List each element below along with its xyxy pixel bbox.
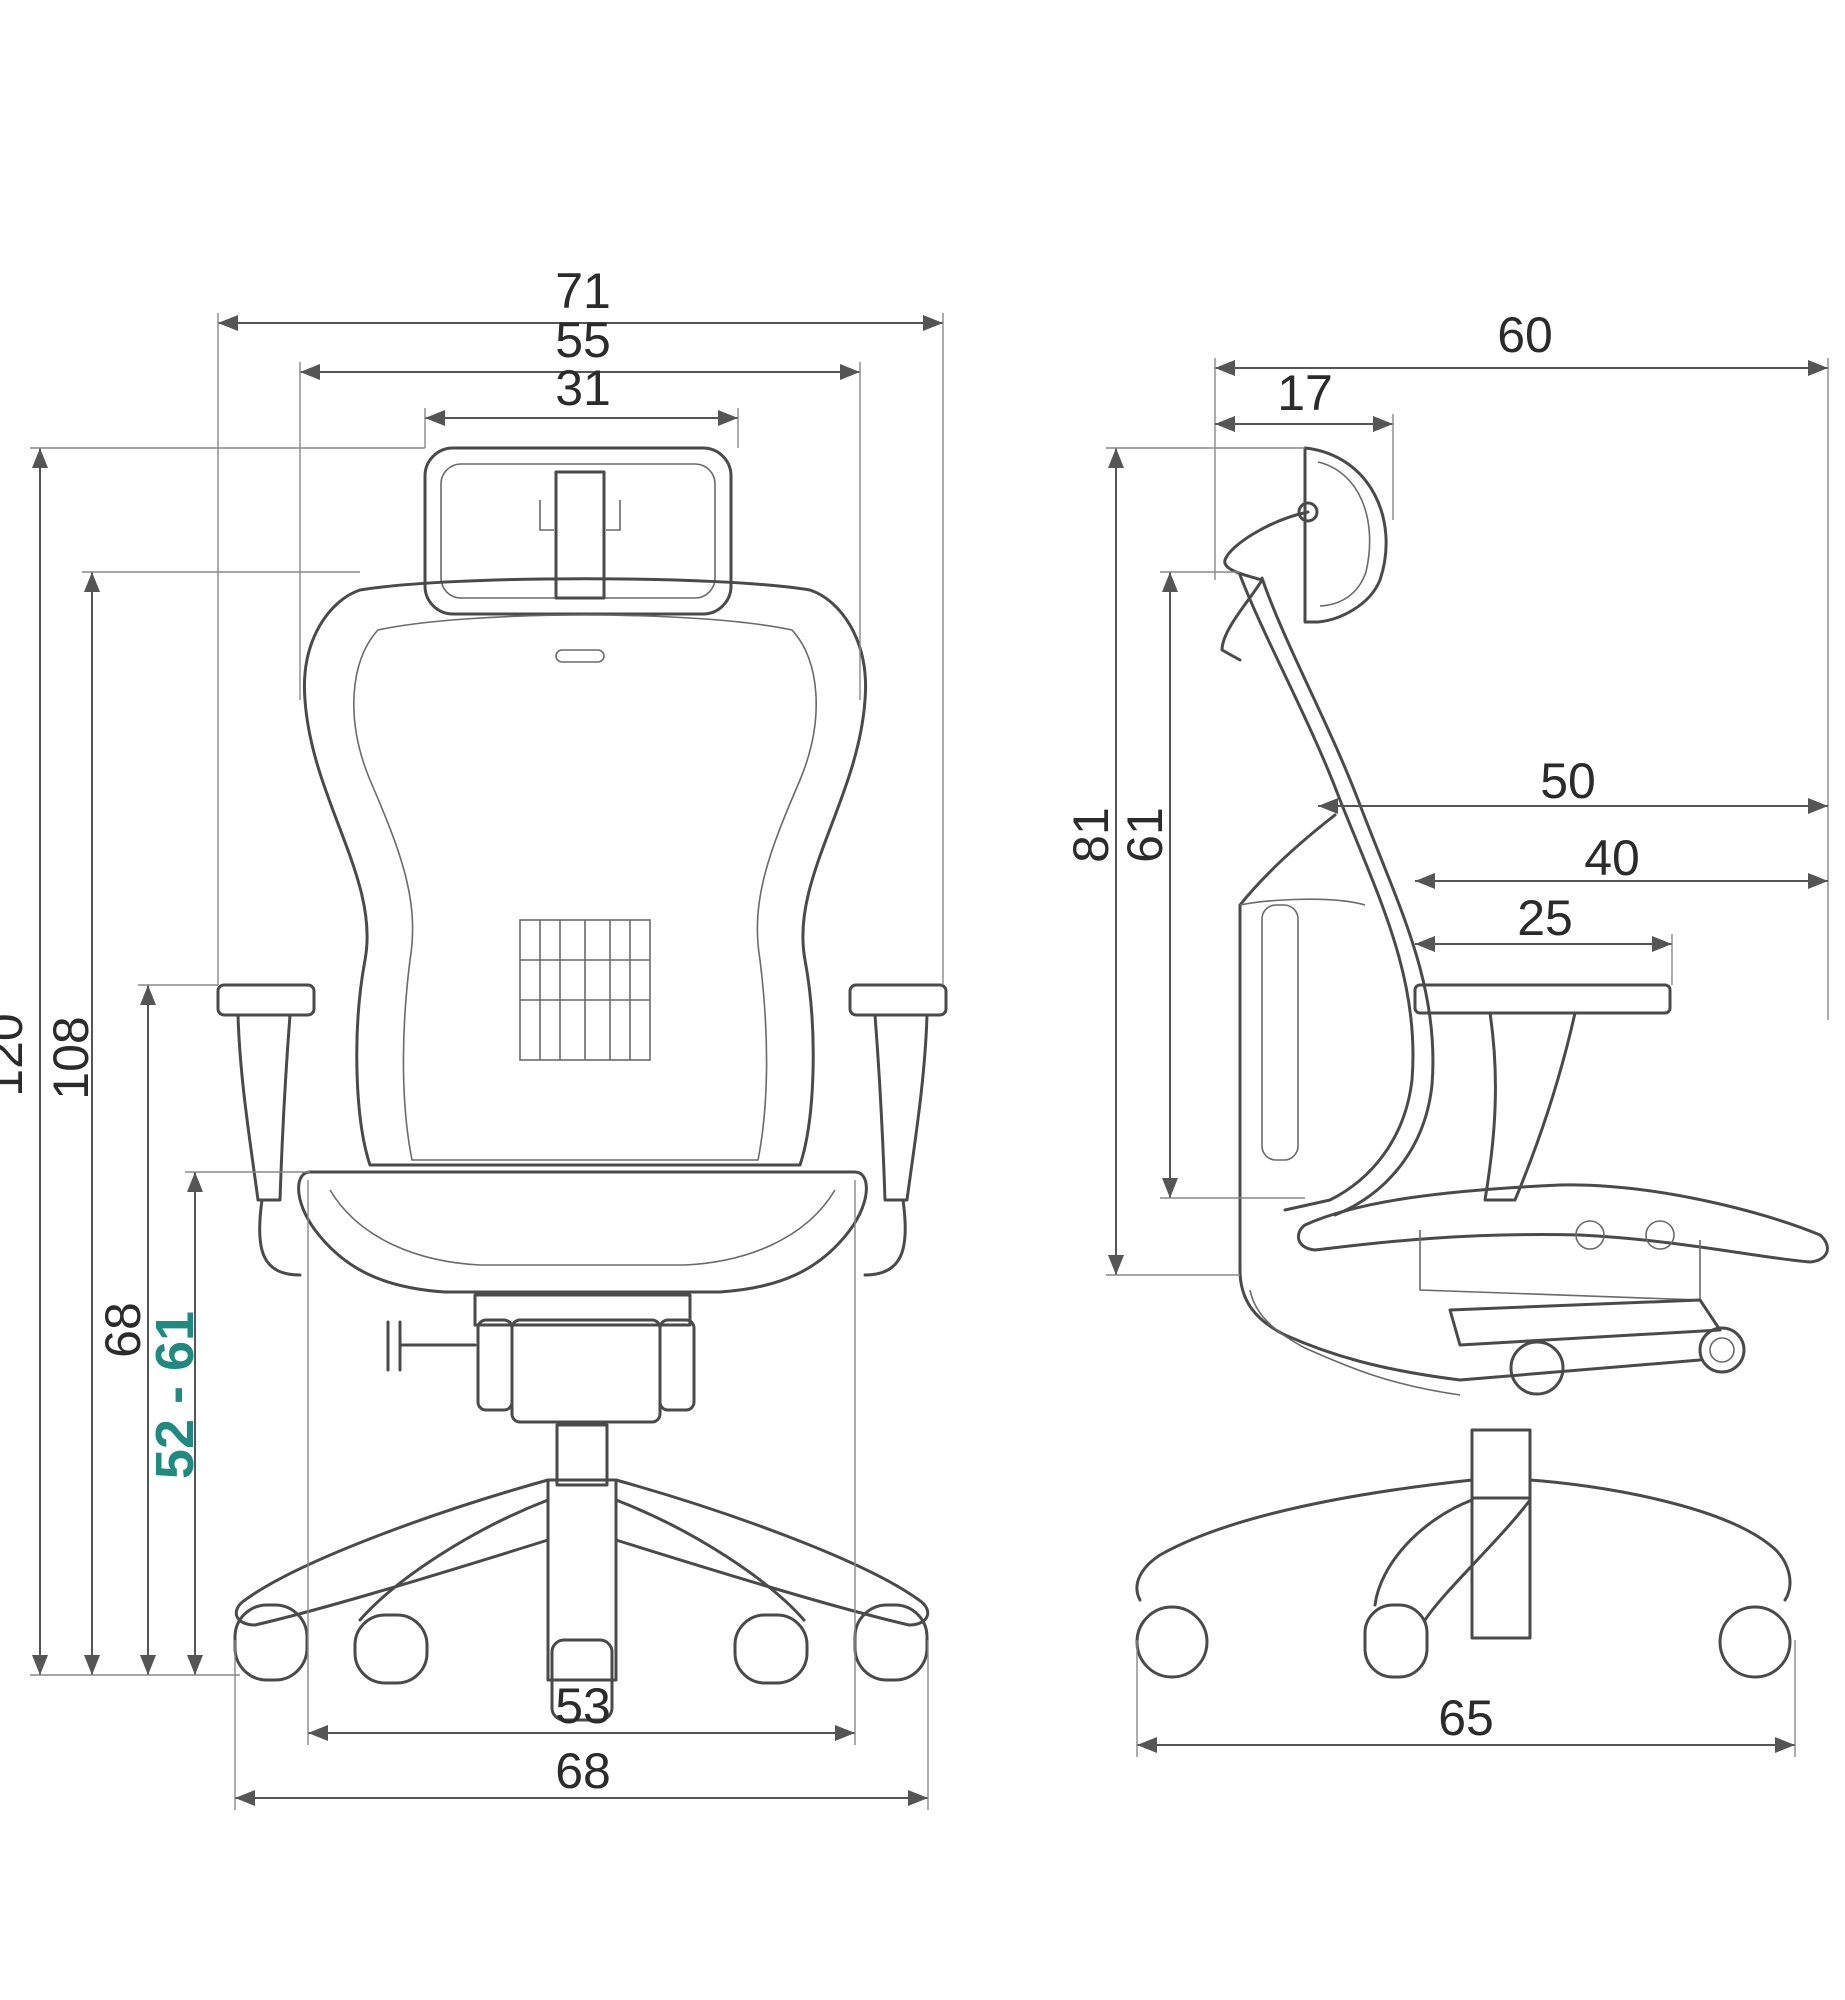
front-seat — [297, 1170, 868, 1294]
front-height-armrest-label: 68 — [95, 1302, 151, 1358]
side-base — [1135, 1478, 1792, 1622]
front-height-dimensions — [30, 447, 425, 1676]
side-headrest — [1220, 446, 1388, 662]
front-height-backrest-label: 108 — [43, 1016, 99, 1099]
front-width-back-label: 55 — [555, 312, 611, 368]
front-right-armrest — [848, 983, 948, 1202]
side-back-height-total-label: 81 — [1063, 807, 1119, 863]
lumbar-support — [519, 919, 651, 1061]
side-seat — [1296, 1183, 1829, 1301]
side-mechanism — [1238, 1268, 1746, 1396]
side-depth-dimensions — [1318, 798, 1828, 985]
side-backrest — [1238, 573, 1435, 1272]
front-base-outer-label: 68 — [555, 1743, 611, 1799]
side-armrest-depth-label: 25 — [1517, 890, 1573, 946]
side-seat-depth-label: 40 — [1584, 830, 1640, 886]
front-casters — [233, 1603, 929, 1722]
front-height-total-label: 120 — [0, 1013, 33, 1096]
front-cylinder — [546, 1478, 618, 1682]
side-depth-overall-label: 60 — [1497, 307, 1553, 363]
side-back-height-label: 61 — [1117, 807, 1173, 863]
side-seat-depth-outer-label: 50 — [1540, 753, 1596, 809]
front-mechanism — [386, 1293, 696, 1424]
front-left-armrest — [216, 983, 316, 1202]
front-backrest — [302, 577, 868, 1167]
side-headrest-depth-label: 17 — [1277, 365, 1333, 421]
side-base-depth-label: 65 — [1438, 1690, 1494, 1746]
side-armrest — [1413, 983, 1672, 1202]
side-casters — [1135, 1603, 1792, 1679]
front-base-inner-label: 53 — [555, 1678, 611, 1734]
side-height-dimensions — [1106, 447, 1305, 1276]
front-width-overall-label: 71 — [555, 263, 611, 319]
front-width-headrest-label: 31 — [555, 360, 611, 416]
front-top-dimensions — [217, 313, 944, 985]
seat-height-range-label: 52 - 61 — [145, 1311, 205, 1479]
side-cylinder — [1470, 1496, 1532, 1640]
front-headrest — [423, 446, 733, 616]
side-top-dimensions — [1214, 358, 1829, 1020]
front-view: 71 55 31 120 108 68 52 - 61 53 — [0, 263, 948, 1810]
front-gas-lift — [555, 1423, 609, 1487]
side-gas-lift — [1470, 1428, 1532, 1500]
front-base — [234, 1478, 930, 1627]
front-bottom-dimensions — [234, 1180, 929, 1810]
side-view: 60 17 81 61 50 40 25 65 — [1063, 307, 1829, 1757]
side-bottom-dimension — [1136, 1640, 1796, 1757]
